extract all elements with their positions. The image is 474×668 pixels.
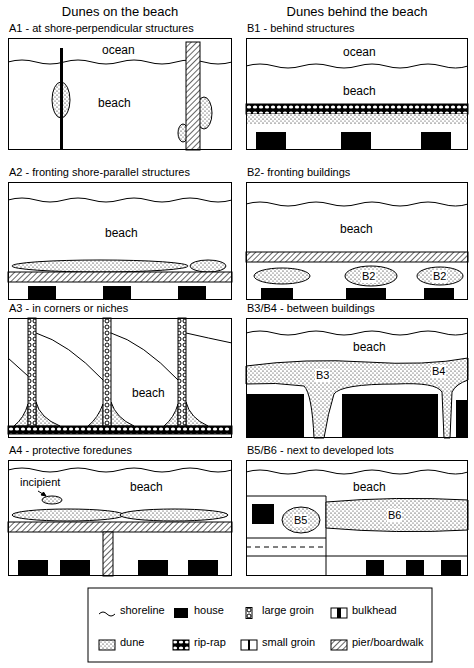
area-label: beach — [97, 97, 132, 111]
panel-title: A4 - protective foredunes — [9, 444, 132, 457]
panel-title: A2 - fronting shore-parallel structures — [9, 166, 190, 179]
area-label: beach — [342, 85, 377, 99]
area-label: beach — [339, 223, 374, 237]
legend-box — [88, 588, 432, 662]
diagram-panel: B5/B6 - next to developed lotsbeachB5B6 — [246, 460, 468, 576]
legend-sample — [240, 639, 258, 651]
callout-label: B2 — [432, 270, 447, 283]
legend-sample — [98, 607, 116, 619]
callout-label: B6 — [387, 509, 402, 522]
area-label: ocean — [342, 46, 377, 60]
diagram-panel: A4 - protective foredunesincipientbeach — [8, 460, 232, 576]
legend-sample — [172, 639, 190, 651]
diagram-panel: B3/B4 - between buildingsbeachB3B4 — [246, 318, 468, 438]
diagram-panel: B2- fronting buildingsbeachB2B2 — [246, 182, 468, 300]
legend-swatch — [98, 605, 116, 623]
panel-title: B3/B4 - between buildings — [247, 302, 375, 315]
area-label: beach — [131, 387, 166, 401]
legend-text: shoreline — [120, 604, 165, 617]
area-label: ocean — [101, 44, 136, 58]
area-label: beach — [352, 481, 387, 495]
column-heading: Dunes behind the beach — [246, 4, 468, 19]
legend-swatch — [240, 605, 258, 623]
panel-title: A1 - at shore-perpendicular structures — [9, 22, 194, 35]
legend-text: dune — [120, 636, 144, 649]
diagram-panel: A1 - at shore-perpendicular structuresoc… — [8, 38, 232, 150]
callout-label: B4 — [431, 365, 446, 378]
legend-sample — [330, 639, 348, 651]
diagram-panel: A2 - fronting shore-parallel structuresb… — [8, 182, 232, 300]
area-label: beach — [129, 481, 164, 495]
callout-label: B2 — [361, 270, 376, 283]
legend-swatch — [240, 637, 258, 655]
legend-sample — [330, 607, 348, 619]
legend-swatch — [330, 605, 348, 623]
legend-swatch — [172, 637, 190, 655]
legend-text: house — [194, 604, 224, 617]
legend-text: bulkhead — [352, 604, 397, 617]
column-heading: Dunes on the beach — [8, 4, 232, 19]
legend-text: small groin — [262, 636, 315, 649]
callout-label: B5 — [293, 514, 308, 527]
panel-title: B5/B6 - next to developed lots — [247, 444, 394, 457]
legend-sample — [98, 639, 116, 651]
legend-sample — [240, 607, 258, 619]
legend-swatch — [330, 637, 348, 655]
legend-swatch — [172, 605, 190, 623]
legend-swatch — [98, 637, 116, 655]
area-label: beach — [104, 227, 139, 241]
diagram-panel: A3 - in corners or nichesbeach — [8, 318, 232, 438]
legend-text: pier/boardwalk — [352, 636, 424, 649]
panel-title: B1 - behind structures — [247, 22, 355, 35]
area-label: beach — [352, 341, 387, 355]
panel-title: A3 - in corners or niches — [9, 302, 128, 315]
panel-title: B2- fronting buildings — [247, 166, 350, 179]
legend-text: large groin — [262, 604, 314, 617]
callout-label: B3 — [315, 369, 330, 382]
legend-text: rip-rap — [194, 636, 226, 649]
callout-label: incipient — [19, 476, 61, 489]
diagram-panel: B1 - behind structuresoceanbeach — [246, 38, 468, 150]
legend-sample — [172, 607, 190, 619]
